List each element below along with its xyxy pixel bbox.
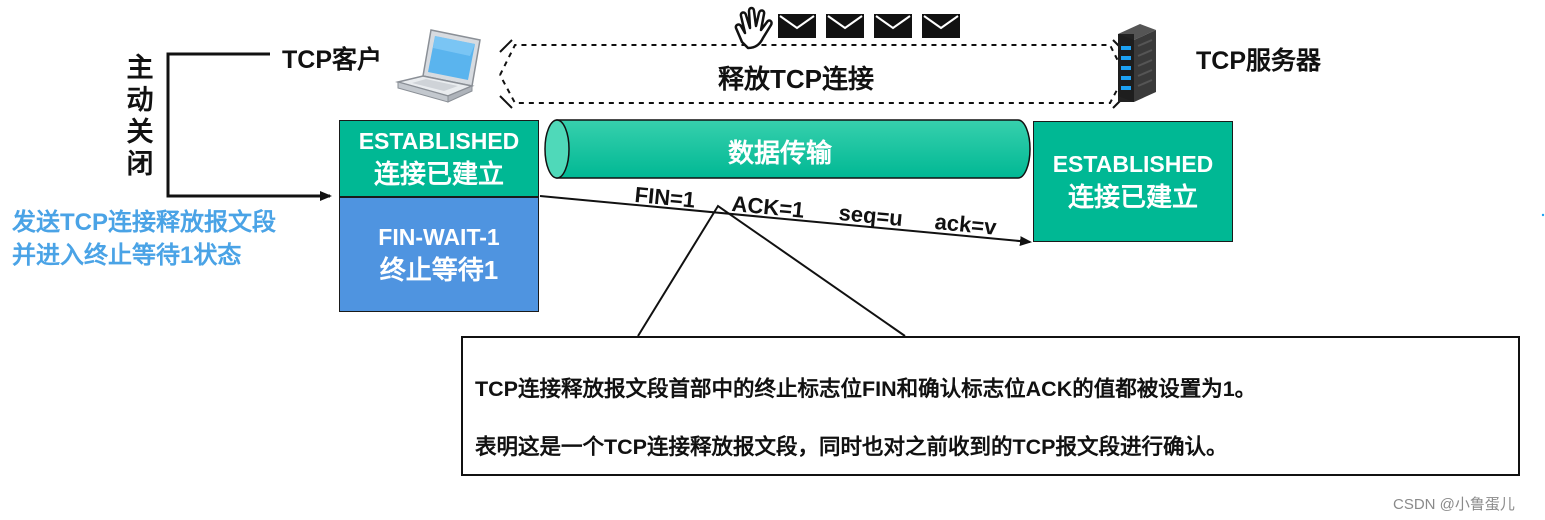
state-cn-label: 连接已建立 bbox=[373, 158, 504, 189]
edge-dot bbox=[1541, 213, 1545, 217]
client-note-line: 并进入终止等待1状态 bbox=[12, 242, 242, 269]
client-note: 发送TCP连接释放报文段 并进入终止等待1状态 bbox=[12, 206, 276, 272]
client-fin-wait-1-state: FIN-WAIT-1 终止等待1 bbox=[339, 197, 539, 312]
envelope-icon bbox=[826, 14, 864, 38]
state-cn-label: 连接已建立 bbox=[1067, 181, 1198, 212]
callout-line: 表明这是一个TCP连接释放报文段，同时也对之前收到的TCP报文段进行确认。 bbox=[475, 435, 1228, 459]
segment-field-fin: FIN=1 bbox=[633, 182, 697, 213]
data-transfer-pipe bbox=[544, 119, 1031, 179]
callout-line: TCP连接释放报文段首部中的终止标志位FIN和确认标志位ACK的值都被设置为1。 bbox=[475, 377, 1257, 401]
client-label: TCP客户 bbox=[282, 46, 383, 74]
laptop-icon bbox=[395, 29, 481, 103]
envelope-icon bbox=[874, 14, 912, 38]
server-icon bbox=[1118, 24, 1156, 102]
client-established-state: ESTABLISHED 连接已建立 bbox=[339, 120, 539, 197]
envelope-icon bbox=[778, 14, 816, 38]
fin-segment-arrow bbox=[539, 195, 1032, 247]
server-label: TCP服务器 bbox=[1196, 47, 1322, 75]
release-connection-label: 释放TCP连接 bbox=[712, 59, 881, 96]
server-established-state: ESTABLISHED 连接已建立 bbox=[1033, 121, 1233, 242]
active-close-arrow bbox=[166, 52, 332, 201]
state-cn-label: 终止等待1 bbox=[379, 254, 499, 285]
callout-pointer bbox=[637, 204, 906, 337]
envelope-icon bbox=[922, 14, 960, 38]
watermark: CSDN @小鲁蛋儿 bbox=[1393, 496, 1515, 513]
state-en-label: ESTABLISHED bbox=[1052, 150, 1214, 177]
hand-icon bbox=[734, 6, 773, 50]
client-note-line: 发送TCP连接释放报文段 bbox=[12, 209, 276, 236]
data-transfer-label: 数据传输 bbox=[728, 138, 833, 168]
explanation-callout: TCP连接释放报文段首部中的终止标志位FIN和确认标志位ACK的值都被设置为1。… bbox=[461, 336, 1520, 476]
state-en-label: FIN-WAIT-1 bbox=[378, 223, 500, 250]
state-en-label: ESTABLISHED bbox=[358, 127, 520, 154]
active-close-label: 主动关闭 bbox=[126, 53, 154, 179]
